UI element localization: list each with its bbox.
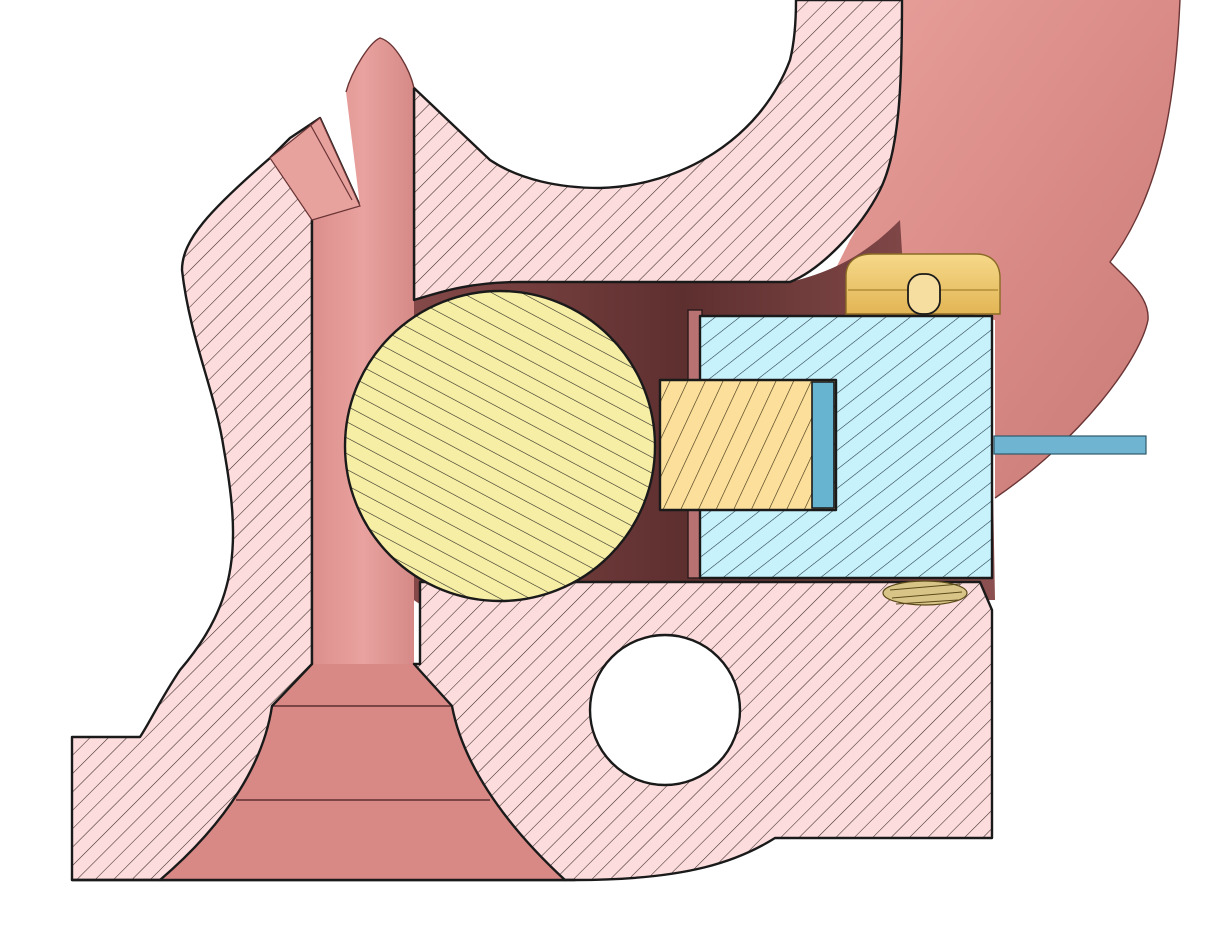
background-body-outline: [994, 0, 1181, 499]
lever-arm: [993, 435, 1147, 455]
background-body: [820, 0, 1180, 498]
lower-flare-outline: [158, 662, 567, 882]
pad-section: [658, 378, 838, 512]
set-screw: [882, 580, 968, 606]
roller-section: [343, 289, 657, 603]
bore-channel-tip: [345, 37, 415, 93]
chamfer-facet-line: [309, 123, 353, 201]
shim-plate: [811, 381, 835, 509]
chamfer-facet: [269, 117, 361, 221]
screw-slot: [907, 273, 941, 315]
through-hole: [588, 633, 742, 787]
housing-upper-section: [412, 0, 904, 302]
lower-flare: [160, 664, 565, 880]
